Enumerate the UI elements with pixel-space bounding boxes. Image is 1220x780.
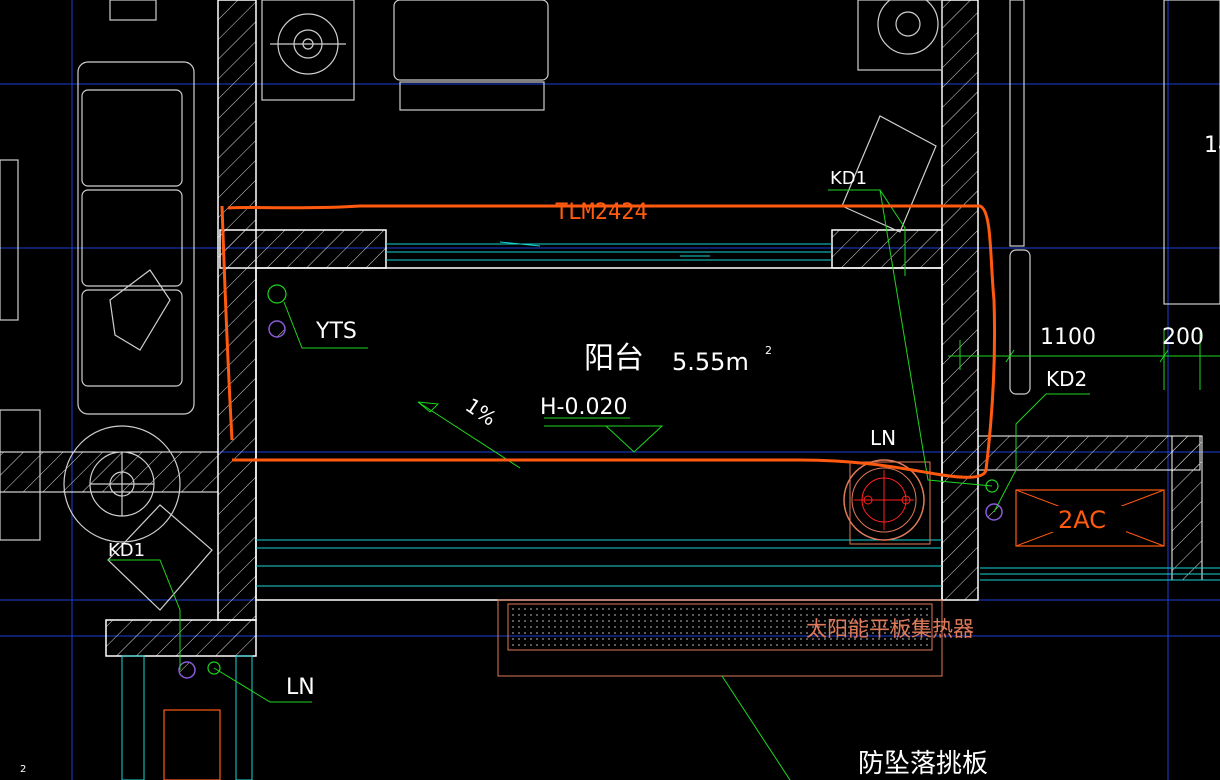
- dim-200-label: 200: [1162, 325, 1204, 350]
- balcony-room: [255, 267, 943, 601]
- dim-1100-label: 1100: [1040, 325, 1096, 350]
- top-fixtures: [109, 0, 1220, 395]
- room-area: 5.55m: [672, 348, 749, 376]
- right-edge-text: 14: [1204, 133, 1220, 158]
- solar-label: 太阳能平板集热器: [806, 617, 974, 641]
- kd1-left-label: KD1: [108, 540, 145, 561]
- ln-right-label: LN: [870, 426, 896, 450]
- round-table-left: [63, 425, 213, 611]
- area-superscript: 2: [765, 344, 772, 357]
- yts-pipe-top: [267, 284, 287, 304]
- left-wall: [0, 0, 257, 657]
- solar-collector: [497, 599, 943, 677]
- yts-pipe: [268, 320, 286, 338]
- elevation-label: H-0.020: [540, 395, 627, 420]
- slope-label: 1%: [461, 393, 501, 431]
- top-wall: [219, 0, 1203, 601]
- ac-label: 2AC: [1058, 506, 1106, 534]
- anti-fall-label: 防坠落挑板: [858, 749, 988, 779]
- sofa-left: [0, 61, 195, 541]
- right-window: [980, 567, 1220, 581]
- ln-pipe-bottom: [178, 661, 196, 679]
- corner-number: 2: [20, 764, 26, 775]
- ln-bottom-label: LN: [286, 675, 315, 700]
- ln-pipe-bottom-2: [207, 661, 221, 675]
- sliding-door: [386, 241, 832, 261]
- leader-lines: [108, 189, 1090, 780]
- region-outline: [220, 204, 997, 479]
- bottom-left-door: [121, 655, 253, 780]
- kd1-top-label: KD1: [830, 168, 867, 189]
- room-name: 阳台: [584, 341, 644, 376]
- kd2-label: KD2: [1046, 367, 1087, 391]
- pipe-markers: [178, 284, 1003, 679]
- yts-label: YTS: [315, 319, 357, 344]
- water-heater-icon: [843, 459, 931, 545]
- ac-unit: [1015, 489, 1165, 547]
- door-label: TLM2424: [555, 200, 648, 225]
- ln-pipe-right-top: [985, 479, 999, 493]
- labels: TLM2424 阳台 5.55m 2 YTS 1% H-0.020 KD1 KD…: [20, 133, 1220, 779]
